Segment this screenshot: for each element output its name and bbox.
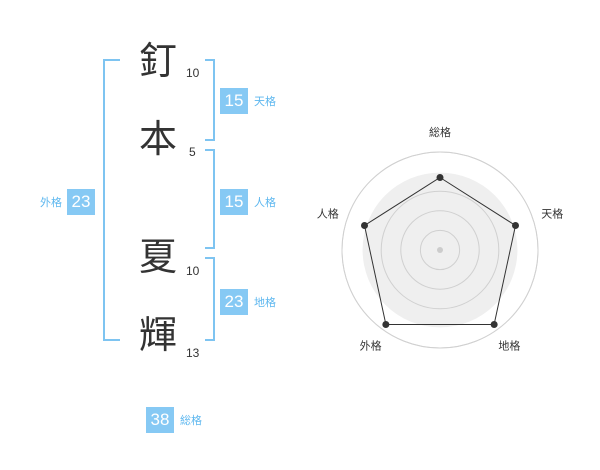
gaikaku-label: 外格 (40, 196, 62, 209)
name-char-4: 輝 (139, 313, 178, 357)
radar-point (382, 321, 390, 329)
radar-point (436, 173, 444, 181)
jinkaku-label: 人格 (254, 196, 276, 209)
stroke-count-1: 10 (186, 66, 200, 80)
radar-point (361, 221, 369, 229)
tenkaku-badge: 15 天格 (220, 88, 276, 114)
radar-axis-label: 外格 (360, 338, 382, 352)
gaikaku-bracket (103, 59, 120, 341)
tenkaku-bracket (205, 59, 215, 141)
jinkaku-value: 15 (220, 189, 248, 215)
soukaku-value: 38 (146, 407, 174, 433)
gaikaku-badge: 外格 23 (40, 189, 95, 215)
chikaku-badge: 23 地格 (220, 289, 276, 315)
name-char-3: 夏 (139, 235, 178, 279)
radar-ring-1 (419, 229, 461, 271)
radar-ring-4 (341, 151, 539, 349)
radar-ring-2 (400, 210, 480, 290)
stroke-count-4: 13 (186, 346, 200, 360)
radar-point (490, 321, 498, 329)
chikaku-bracket (205, 257, 215, 341)
radar-points (361, 173, 519, 329)
radar-axis-label: 天格 (541, 207, 563, 221)
radar-rings (341, 151, 539, 349)
soukaku-badge: 38 総格 (146, 407, 202, 433)
radar-point (511, 221, 519, 229)
radar-axis-label: 総格 (429, 125, 451, 139)
radar-axis-label: 地格 (498, 338, 520, 352)
soukaku-label: 総格 (180, 414, 202, 427)
tenkaku-label: 天格 (254, 95, 276, 108)
stroke-count-3: 10 (186, 264, 200, 278)
radar-ring-3 (380, 190, 500, 310)
chikaku-value: 23 (220, 289, 248, 315)
jinkaku-badge: 15 人格 (220, 189, 276, 215)
tenkaku-value: 15 (220, 88, 248, 114)
stroke-count-2: 5 (189, 145, 196, 159)
radar-center-dot (437, 247, 443, 253)
chikaku-label: 地格 (254, 296, 276, 309)
name-char-1: 釘 (139, 39, 178, 83)
name-char-2: 本 (139, 117, 178, 161)
jinkaku-bracket (205, 149, 215, 249)
radar-polygon (363, 176, 517, 325)
gaikaku-value: 23 (67, 189, 95, 215)
radar-axis-label: 人格 (317, 207, 339, 221)
